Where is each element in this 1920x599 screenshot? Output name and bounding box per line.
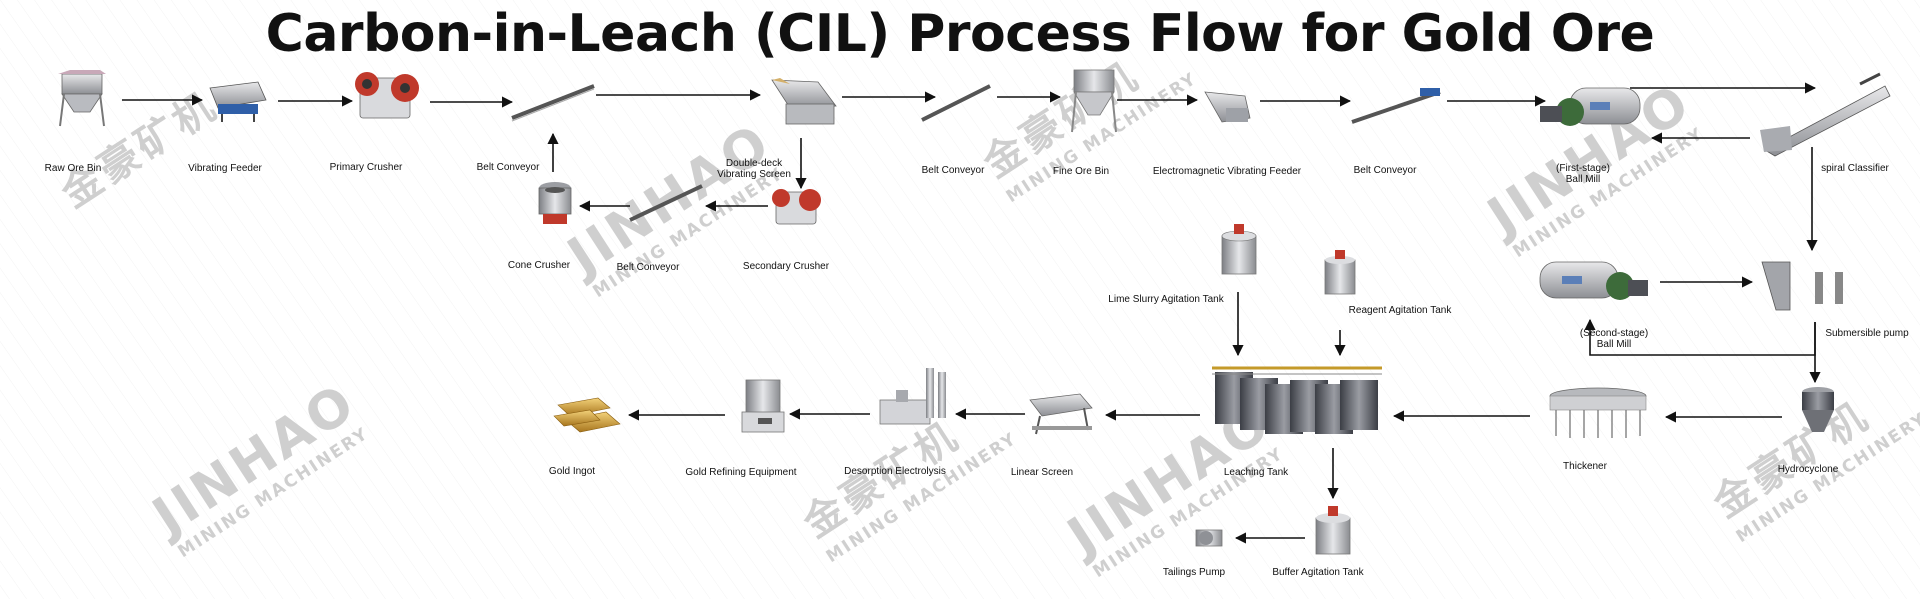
lime-slurry-agitation-tank-icon — [1221, 224, 1257, 275]
primary-crusher-icon — [355, 72, 419, 119]
label-raw-ore-bin: Raw Ore Bin — [44, 163, 102, 174]
label-belt-conveyor: Belt Conveyor — [921, 165, 985, 176]
belt-conveyor-icon — [921, 84, 991, 122]
reagent-agitation-tank-icon — [1324, 250, 1356, 295]
label-thickener: Thickener — [1563, 461, 1607, 472]
label-linear-screen: Linear Screen — [1010, 467, 1074, 478]
first-stage-ball-mill-icon — [1540, 87, 1641, 126]
label-lime-slurry-agitation-tank: Lime Slurry Agitation Tank — [1108, 294, 1224, 305]
label-spiral-classifier: spiral Classifier — [1821, 163, 1889, 174]
label-second-stage-ball-mill: (Second-stage)Ball Mill — [1579, 328, 1649, 350]
label-cone-crusher: Cone Crusher — [507, 260, 571, 271]
spiral-classifier-icon — [1760, 72, 1891, 157]
label-gold-ingot: Gold Ingot — [548, 466, 596, 477]
label-gold-refining-equipment: Gold Refining Equipment — [685, 467, 797, 478]
page-title: Carbon-in-Leach (CIL) Process Flow for G… — [265, 4, 1655, 64]
submersible-pump-icon — [1761, 261, 1843, 311]
gold-ingot-icon — [553, 397, 621, 433]
belt-conveyor-icon — [629, 184, 703, 222]
label-fine-ore-bin: Fine Ore Bin — [1052, 166, 1110, 177]
double-deck-vibrating-screen-icon — [771, 78, 837, 125]
vibrating-feeder-icon — [209, 81, 267, 122]
label-tailings-pump: Tailings Pump — [1162, 567, 1226, 578]
label-secondary-crusher: Secondary Crusher — [742, 261, 830, 272]
belt-conveyor-icon — [1351, 88, 1441, 124]
desorption-electrolysis-icon — [879, 368, 946, 425]
second-stage-ball-mill-icon — [1539, 261, 1648, 300]
label-reagent-agitation-tank: Reagent Agitation Tank — [1348, 305, 1452, 316]
hydrocyclone-icon — [1802, 387, 1834, 432]
label-vibrating-feeder: Vibrating Feeder — [188, 163, 262, 174]
label-belt-conveyor: Belt Conveyor — [476, 162, 540, 173]
label-leaching-tank: Leaching Tank — [1223, 467, 1289, 478]
flow-arrows — [122, 82, 1821, 544]
gold-refining-equipment-icon — [741, 379, 785, 433]
belt-conveyor-icon — [511, 84, 595, 122]
raw-ore-bin-icon — [58, 70, 106, 127]
tailings-pump-icon — [1195, 529, 1223, 547]
thickener-icon — [1549, 387, 1647, 438]
label-hydrocyclone: Hydrocyclone — [1777, 464, 1839, 475]
fine-ore-bin-icon — [1071, 69, 1117, 133]
label-belt-conveyor: Belt Conveyor — [1353, 165, 1417, 176]
label-primary-crusher: Primary Crusher — [329, 162, 403, 173]
electromagnetic-vibrating-feeder-icon — [1204, 91, 1251, 123]
label-submersible-pump: Submersible pump — [1825, 328, 1909, 339]
buffer-agitation-tank-icon — [1315, 506, 1351, 555]
cone-crusher-icon — [538, 182, 572, 224]
label-electromagnetic-vibrating-feeder: Electromagnetic Vibrating Feeder — [1152, 166, 1302, 177]
secondary-crusher-icon — [772, 189, 821, 225]
label-desorption-electrolysis: Desorption Electrolysis — [844, 466, 946, 477]
leaching-tank-icon — [1212, 366, 1382, 434]
label-belt-conveyor: Belt Conveyor — [616, 262, 680, 273]
label-first-stage-ball-mill: (First-stage)Ball Mill — [1556, 163, 1610, 185]
linear-screen-icon — [1029, 393, 1093, 435]
label-buffer-agitation-tank: Buffer Agitation Tank — [1272, 567, 1364, 578]
